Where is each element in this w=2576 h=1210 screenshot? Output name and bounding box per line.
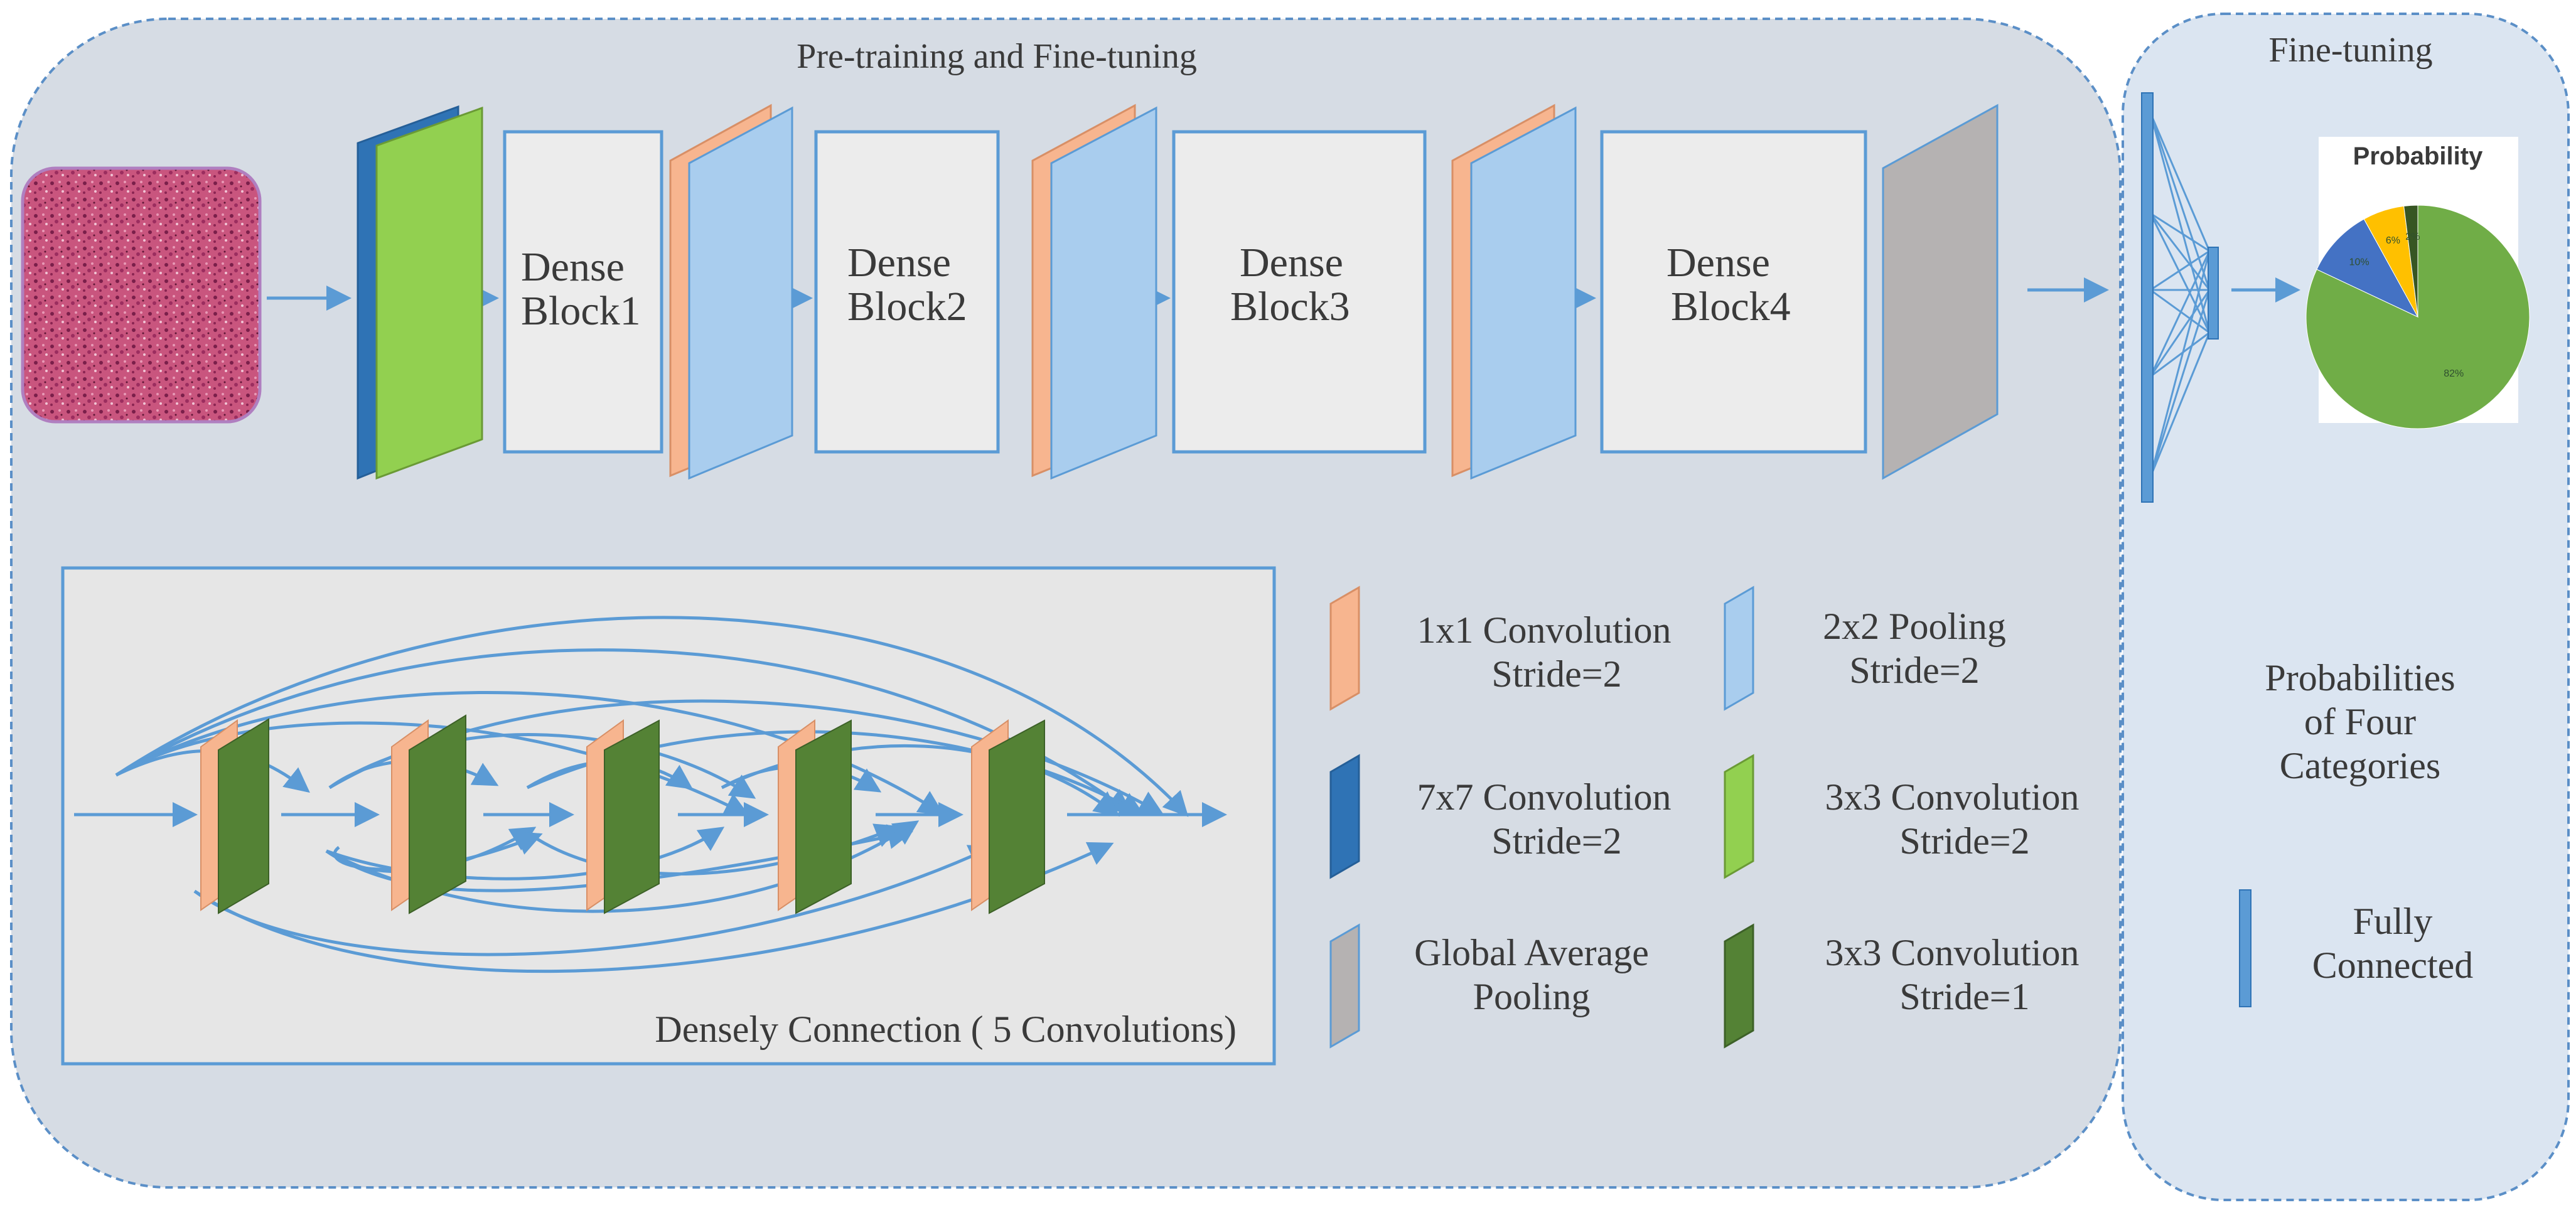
dense-block-3-sublabel: Block3 [1230, 284, 1350, 329]
transition-2-pooling [1050, 106, 1157, 480]
fc-layer-1 [2141, 92, 2154, 503]
legend-gap-label: Global Average [1414, 932, 1649, 973]
dense-layer-1-conv3x3 [218, 718, 269, 914]
dense-layer-4-conv3x3 [795, 719, 852, 914]
transition-1-pooling [688, 106, 793, 480]
legend-conv1x1-sublabel: Stride=2 [1491, 653, 1621, 695]
fully-connected-label: Fully [2353, 901, 2433, 942]
legend-swatch-conv3x3-stride1 [1724, 923, 1754, 1049]
dense-block-2-sublabel: Block2 [847, 284, 967, 329]
legend-swatch-global-avg-pooling [1329, 923, 1360, 1049]
dense-layer-5-conv3x3 [989, 719, 1045, 914]
legend-conv7x7-label: 7x7 Convolution [1417, 776, 1671, 818]
legend-conv3x3-stride2-label: 3x3 Convolution [1825, 776, 2079, 818]
probabilities-label-line3: Categories [2280, 745, 2441, 786]
legend-conv7x7-sublabel: Stride=2 [1491, 820, 1621, 862]
legend-swatch-conv7x7 [1329, 754, 1360, 879]
legend-conv3x3-stride2-sublabel: Stride=2 [1899, 820, 2029, 862]
dense-block-1 [503, 130, 663, 454]
dense-block-3 [1172, 130, 1427, 454]
global-average-pooling-layer [1882, 104, 1999, 480]
pie-slices [2305, 205, 2530, 429]
dense-block-4-label: Dense [1666, 240, 1770, 286]
pie-label-6pct: 6% [2386, 235, 2400, 246]
legend-pooling-sublabel: Stride=2 [1849, 650, 1979, 691]
dense-connection-layers [200, 714, 1045, 914]
legend-conv3x3-stride1-sublabel: Stride=1 [1899, 976, 2029, 1017]
pie-label-82pct: 82% [2444, 368, 2464, 379]
fully-connected-layers [2141, 92, 2219, 503]
legend-swatch-conv1x1 [1329, 586, 1360, 711]
probabilities-label-line1: Probabilities [2265, 657, 2455, 699]
probabilities-label-line2: of Four [2304, 701, 2416, 742]
dense-layer-2-conv3x3 [409, 714, 466, 914]
legend-swatch-pooling [1724, 586, 1754, 711]
fully-connected-sublabel: Connected [2312, 945, 2474, 986]
probability-chart: Probability 82% 10% 6% 2% [2305, 137, 2530, 429]
pretraining-title: Pre-training and Fine-tuning [797, 37, 1197, 76]
dense-block-3-label: Dense [1240, 240, 1343, 286]
legend-pooling-label: 2x2 Pooling [1823, 606, 2006, 647]
dense-block-1-label: Dense [521, 244, 625, 290]
chart-title: Probability [2353, 142, 2483, 170]
legend: 1x1 Convolution Stride=2 2x2 Pooling Str… [1329, 586, 2080, 1049]
input-histology-image [21, 166, 262, 424]
pie-labels: 82% 10% 6% 2% [2349, 232, 2464, 379]
dense-block-1-sublabel: Block1 [521, 288, 641, 334]
pie-label-2pct: 2% [2405, 232, 2420, 242]
transition-3-pooling [1470, 106, 1577, 480]
dense-block-4 [1600, 130, 1867, 454]
fc-layer-2 [2208, 247, 2219, 340]
legend-conv1x1-label: 1x1 Convolution [1417, 609, 1671, 651]
legend-conv3x3-stride1-label: 3x3 Convolution [1825, 932, 2079, 973]
pie-slice-82pct [2305, 205, 2530, 429]
legend-gap-sublabel: Pooling [1473, 976, 1591, 1017]
pie-slice-10pct [2316, 218, 2419, 318]
pie-slice-2pct [2403, 205, 2418, 318]
dense-block-2 [814, 130, 1000, 454]
legend-swatch-conv3x3-stride2 [1724, 754, 1754, 879]
dense-layer-3-conv3x3 [604, 719, 660, 914]
dense-block-4-sublabel: Block4 [1671, 284, 1791, 329]
dense-block-2-label: Dense [847, 240, 951, 286]
dense-connection-caption: Densely Connection ( 5 Convolutions) [655, 1009, 1237, 1050]
finetuning-title: Fine-tuning [2268, 31, 2432, 70]
fully-connected-legend-swatch [2239, 889, 2251, 1007]
pie-label-10pct: 10% [2349, 257, 2369, 267]
conv3x3-stride2-layer [375, 106, 483, 480]
